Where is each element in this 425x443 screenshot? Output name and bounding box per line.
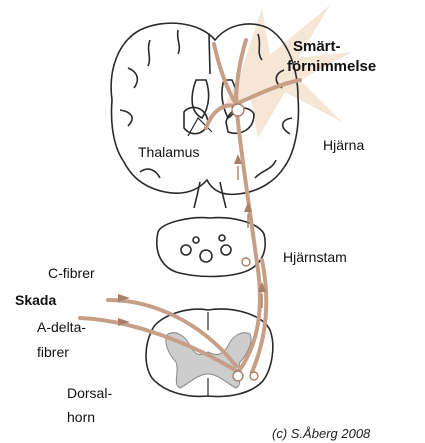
injury-label: Skada (15, 292, 56, 308)
pain-sensation-label-line1: Smärt- (293, 37, 341, 56)
brain-label: Hjärna (323, 137, 364, 153)
pain-sensation-label-line2: förnimmelse (287, 57, 376, 76)
a-delta-label-line1: A-delta- (37, 319, 86, 335)
c-fibers-label: C-fibrer (48, 265, 95, 281)
thalamus-label: Thalamus (138, 144, 199, 160)
spinal-cord-section (146, 309, 273, 397)
copyright-label: (c) S.Åberg 2008 (272, 426, 370, 442)
dorsal-horn-label-line2: horn (67, 409, 95, 425)
a-delta-label-line2: fibrer (37, 344, 69, 360)
brainstem-section (157, 218, 265, 277)
spinothalamic-tract (236, 92, 260, 372)
cortex-projection-3 (214, 44, 236, 104)
dorsal-horn-label-line1: Dorsal- (67, 385, 112, 401)
brainstem-label: Hjärnstam (283, 249, 347, 265)
pain-pathway (80, 40, 300, 372)
